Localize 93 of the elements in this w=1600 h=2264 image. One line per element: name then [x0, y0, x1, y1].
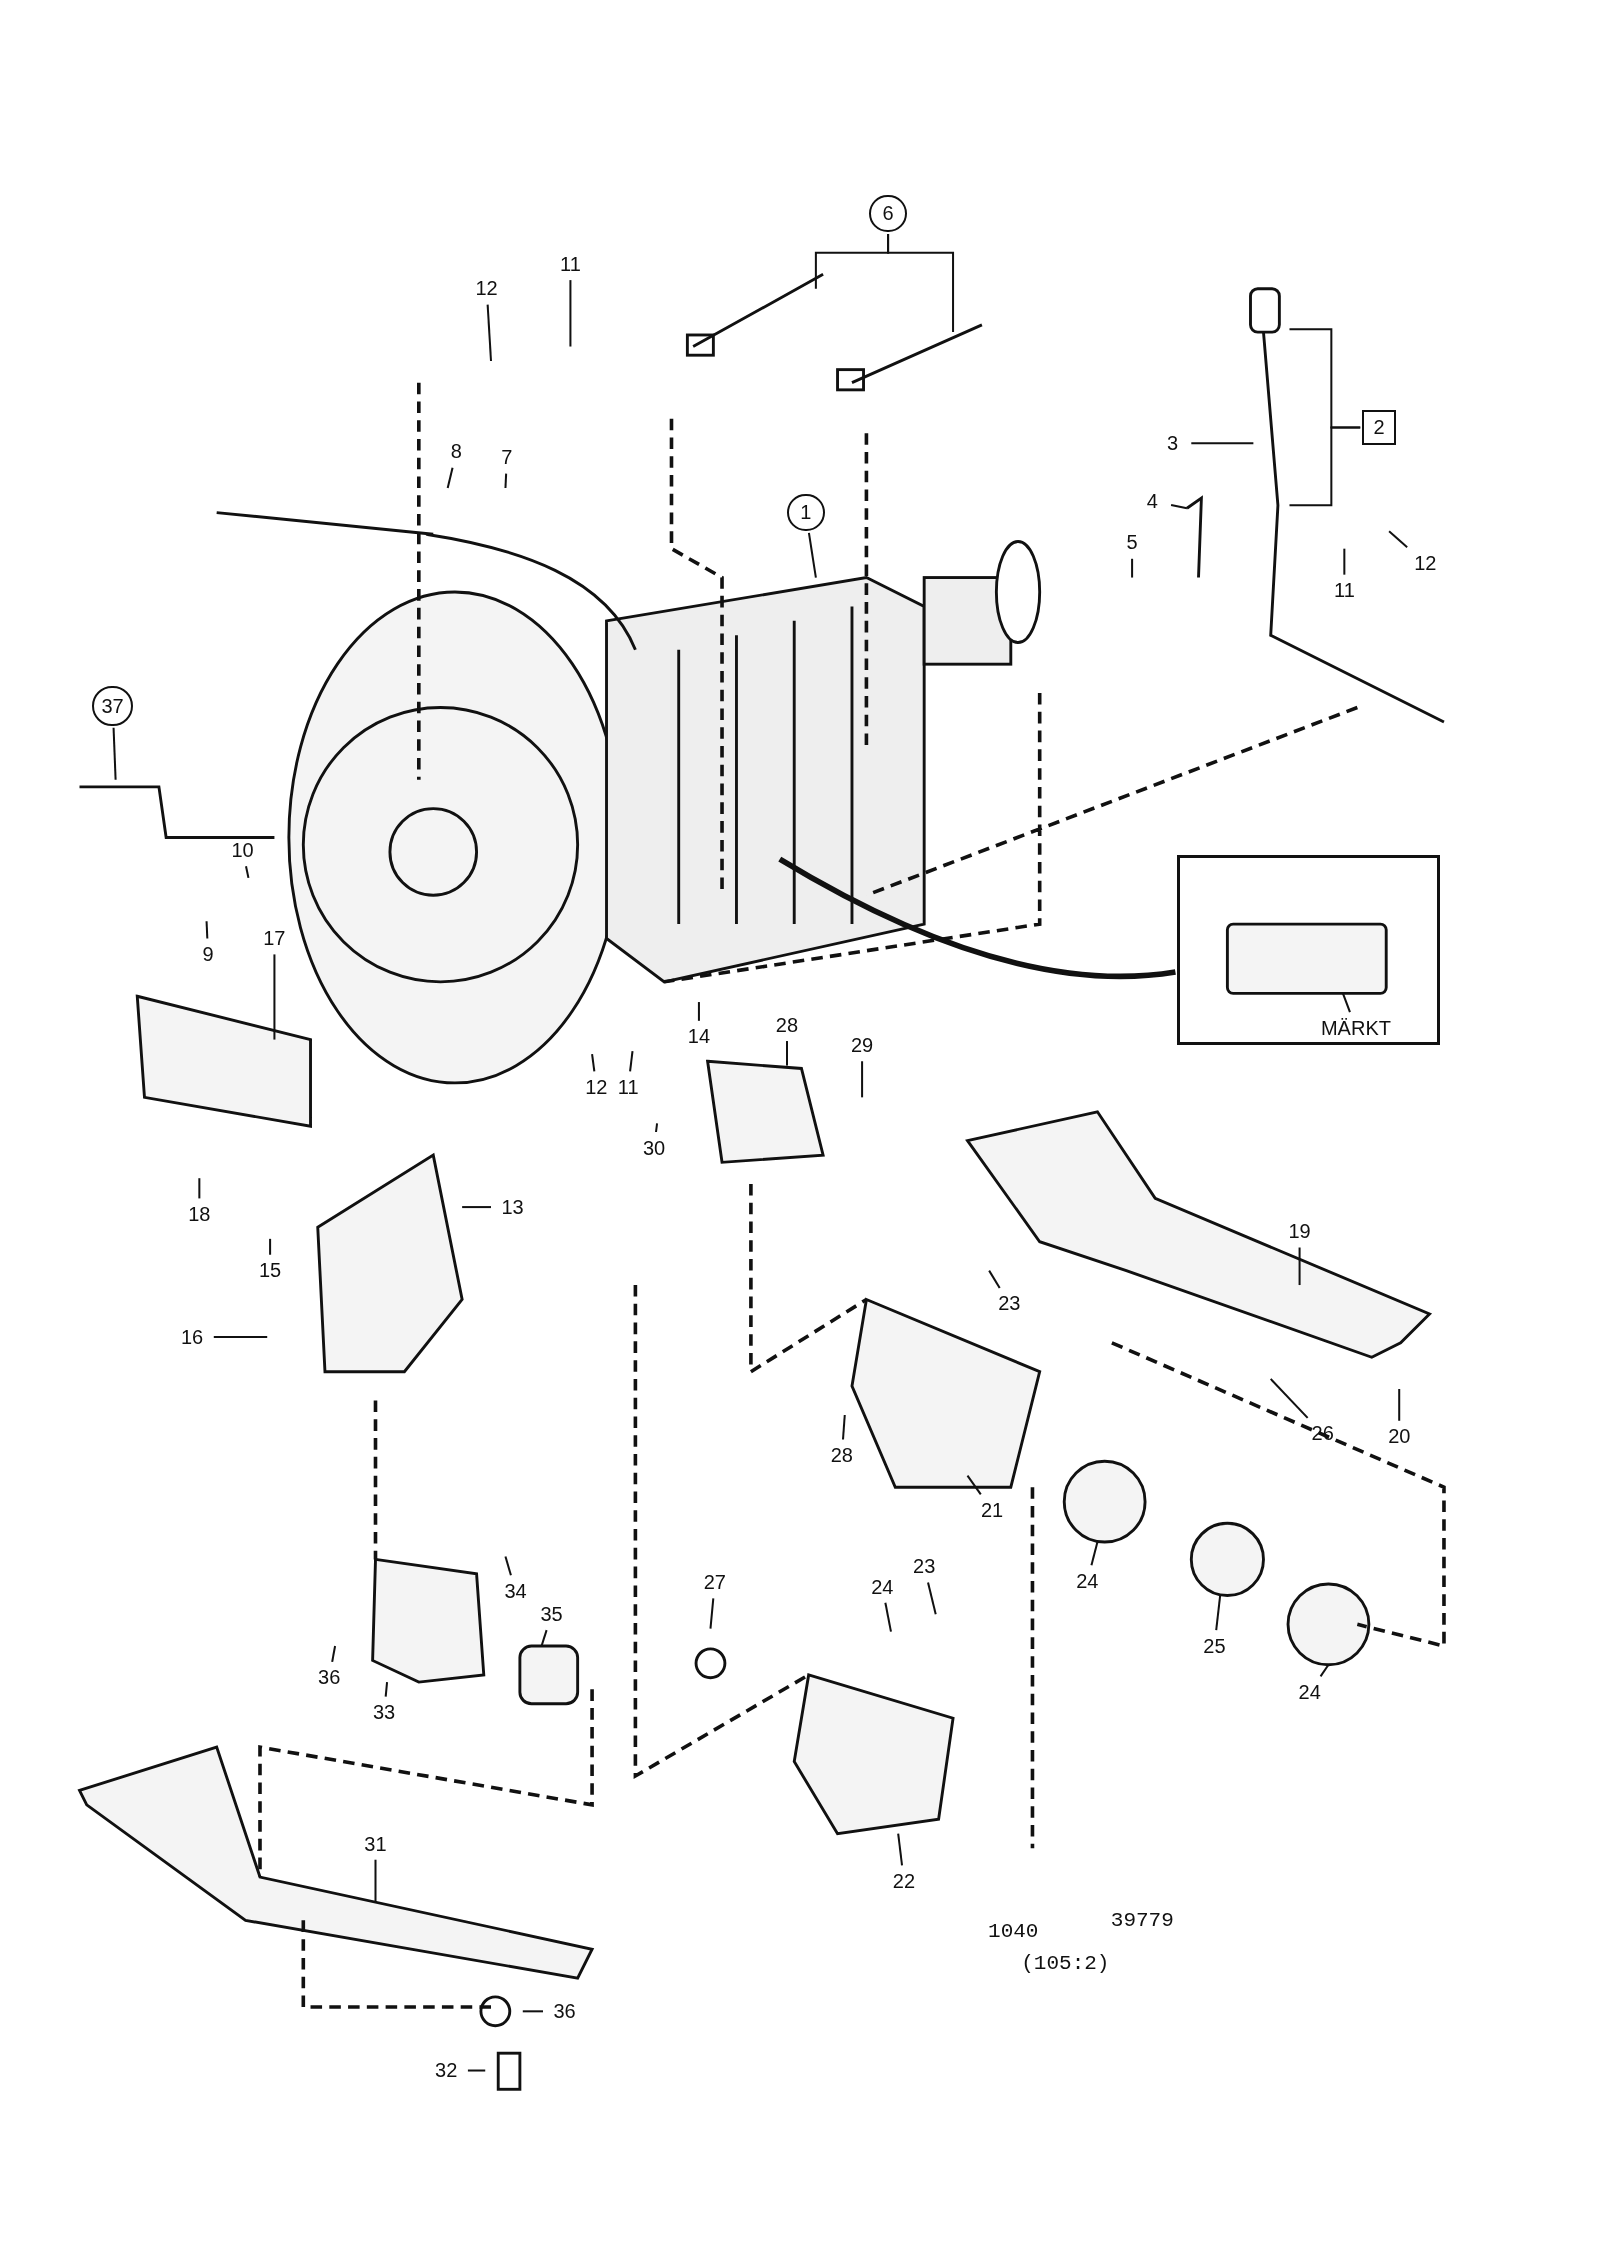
- callout-number: 28: [766, 1010, 808, 1040]
- leader-line: [384, 1682, 389, 1697]
- callout-number: 20: [1379, 1422, 1420, 1452]
- leader-line: [504, 473, 508, 489]
- reference-number: (105:2): [1021, 1951, 1110, 1975]
- callout-number: 24: [862, 1572, 903, 1602]
- callout-number: 28: [821, 1441, 863, 1470]
- leader-line: [245, 866, 250, 879]
- leader-line: [504, 1556, 512, 1576]
- leader-line: [1215, 1595, 1222, 1631]
- leader-line: [273, 954, 276, 1040]
- callout-number: 36: [309, 1663, 350, 1693]
- leader-line: [927, 1582, 937, 1615]
- callout-number: 13: [492, 1192, 533, 1222]
- leader-line: [486, 304, 492, 362]
- leader-line: [697, 1002, 700, 1021]
- leader-line: [1191, 442, 1254, 445]
- leader-line: [807, 532, 817, 578]
- callout-number: 9: [190, 940, 226, 969]
- callout-number: 31: [355, 1829, 396, 1859]
- leader-line: [522, 2010, 543, 2013]
- callout-number: 11: [1324, 576, 1365, 606]
- callout-number: 21: [971, 1496, 1013, 1525]
- leader-line: [1170, 503, 1188, 510]
- leader-line: [591, 1053, 596, 1072]
- callout-number: 11: [550, 249, 591, 279]
- leader-line: [709, 1598, 715, 1629]
- callout-number: 18: [179, 1200, 220, 1229]
- leader-line: [897, 1833, 904, 1866]
- leader-line: [966, 1475, 982, 1495]
- callout-number: 14: [678, 1022, 720, 1052]
- callout-number: 4: [1135, 486, 1170, 516]
- callout-number: 17: [254, 924, 295, 954]
- callout-number: 27: [694, 1568, 735, 1598]
- callout-number: 30: [633, 1133, 675, 1163]
- leader-line: [1289, 426, 1361, 507]
- leader-line: [374, 1859, 377, 1904]
- leader-line: [1341, 993, 1351, 1013]
- callout-number: 23: [903, 1552, 945, 1582]
- leader-line: [988, 1270, 1001, 1289]
- leader-line: [205, 921, 209, 939]
- leader-line: [467, 2069, 486, 2072]
- reference-number: 39779: [1110, 1908, 1174, 1932]
- callout-circle: 37: [92, 685, 133, 727]
- leader-line: [1319, 1664, 1330, 1677]
- leader-line: [213, 1336, 268, 1339]
- callout-number: 5: [1114, 528, 1150, 558]
- leader-line: [1398, 1389, 1401, 1421]
- leader-line: [462, 1206, 491, 1209]
- leader-line: [1269, 1378, 1309, 1419]
- callout-square: 2: [1361, 410, 1397, 445]
- callout-number: 25: [1194, 1631, 1235, 1661]
- leader-line: [569, 280, 572, 347]
- leader-line: [198, 1178, 201, 1199]
- callout-number: 12: [466, 274, 507, 304]
- leader-line: [655, 1123, 659, 1133]
- leader-line: [842, 1414, 846, 1440]
- leader-line: [540, 1629, 548, 1647]
- callout-number: 10: [222, 836, 263, 865]
- leader-line: [1388, 530, 1408, 548]
- callout-number: 32: [426, 2056, 467, 2086]
- callout-number: 33: [363, 1698, 405, 1728]
- callout-number: 15: [249, 1256, 291, 1286]
- leader-line: [269, 1238, 272, 1255]
- leader-line: [629, 1051, 634, 1072]
- callout-number: 16: [171, 1322, 213, 1352]
- leader-line: [1090, 1541, 1099, 1566]
- callout-number: 12: [1405, 548, 1446, 578]
- callout-circle: 1: [787, 493, 825, 532]
- inset-detail-box: [1176, 854, 1440, 1046]
- leader-line: [884, 1602, 892, 1632]
- leader-line: [861, 1061, 864, 1098]
- callout-number: 23: [989, 1289, 1030, 1319]
- leader-line: [446, 467, 454, 489]
- callout-number: 29: [841, 1031, 883, 1060]
- leader-line: [887, 233, 955, 333]
- callout-number: 24: [1067, 1566, 1108, 1596]
- leader-line: [786, 1041, 788, 1066]
- callout-number: 22: [883, 1867, 925, 1896]
- leader-line: [1343, 548, 1346, 575]
- reference-number: 1040: [988, 1920, 1039, 1944]
- marking-label: MÄRKT: [1312, 1013, 1400, 1043]
- callout-number: 36: [544, 1997, 585, 2026]
- callout-number: 8: [439, 437, 474, 467]
- leader-line: [331, 1645, 337, 1663]
- callout-number: 19: [1279, 1217, 1320, 1247]
- callout-number: 24: [1289, 1677, 1330, 1707]
- callout-number: 3: [1155, 428, 1190, 458]
- leader-line: [1298, 1247, 1301, 1286]
- leader-line: [112, 727, 117, 780]
- callout-circle: 6: [869, 194, 907, 233]
- callout-number: 7: [489, 443, 525, 473]
- leader-line: [1131, 558, 1134, 578]
